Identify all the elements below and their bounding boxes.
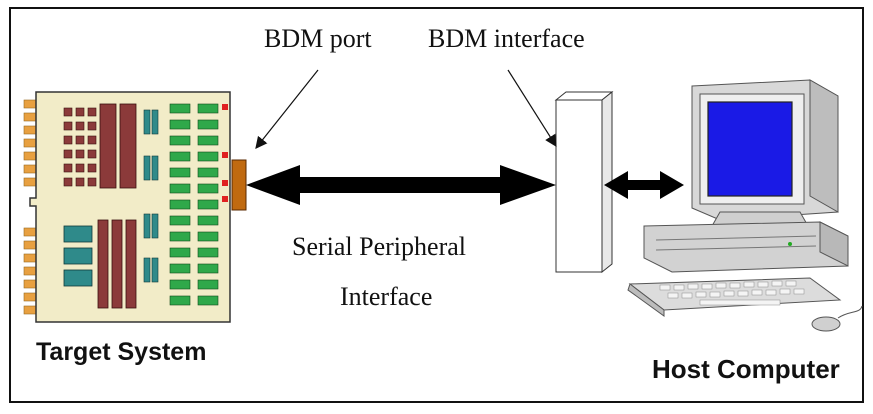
- target-board-icon: [23, 91, 247, 323]
- mouse-icon: [811, 316, 841, 332]
- host-computer-label: Host Computer: [652, 354, 840, 384]
- target-system-label: Target System: [36, 338, 207, 366]
- diagram-frame: [9, 7, 864, 403]
- serial-link-arrow: [246, 165, 556, 205]
- bdm-port-label: BDM port: [264, 24, 372, 53]
- bdm-port-pointer: [255, 69, 319, 149]
- bdm-interface-label: BDM interface: [428, 24, 585, 53]
- desktop-computer-icon: [627, 79, 863, 332]
- bdm-interface-pointer: [507, 69, 557, 148]
- serial-interface-label-line2: Interface: [340, 282, 433, 311]
- bdm-port-connector: [231, 159, 247, 211]
- serial-interface-label-line1: Serial Peripheral: [292, 232, 466, 261]
- screen-icon: [707, 101, 793, 197]
- usb-link-arrow: [604, 171, 684, 199]
- interface-box-icon: [554, 90, 614, 274]
